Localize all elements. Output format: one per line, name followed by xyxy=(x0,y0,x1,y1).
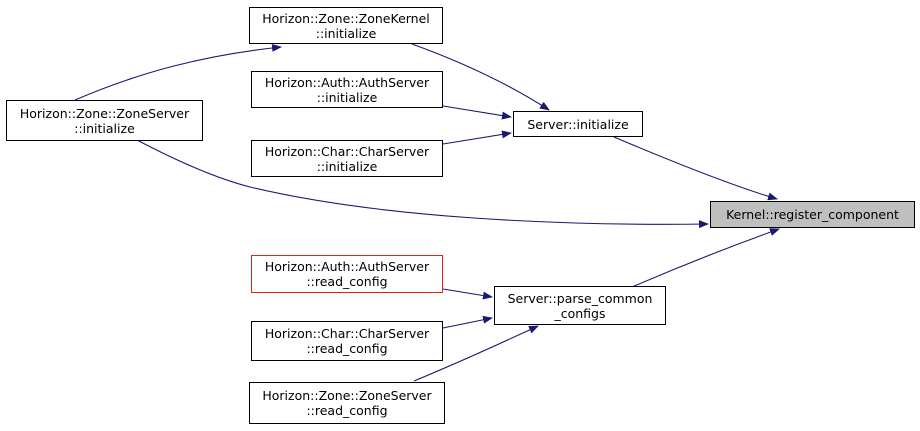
node-server-parse-common-configs-line2: _configs xyxy=(554,305,606,321)
edge-server-init-to-register-component xyxy=(613,136,778,201)
node-zone-kernel-initialize-line2: ::initialize xyxy=(315,25,377,41)
node-kernel-register-component: Kernel::register_component xyxy=(710,201,915,228)
node-auth-server-initialize-line2: ::initialize xyxy=(316,89,378,105)
node-auth-server-initialize[interactable]: Horizon::Auth::AuthServer ::initialize xyxy=(251,71,443,108)
node-zone-server-read-config-line1: Horizon::Zone::ZoneServer xyxy=(262,388,432,403)
node-char-server-initialize-line2: ::initialize xyxy=(316,158,378,174)
node-server-parse-common-configs[interactable]: Server::parse_common _configs xyxy=(494,286,666,325)
node-auth-server-read-config[interactable]: Horizon::Auth::AuthServer ::read_config xyxy=(251,255,443,293)
edge-charserver-readcfg-to-parse-configs xyxy=(442,315,493,329)
node-kernel-register-component-label: Kernel::register_component xyxy=(726,207,899,222)
edge-zonekernel-init-to-server-init xyxy=(411,43,550,111)
edge-zoneserver-init-to-register-component xyxy=(136,139,709,229)
node-auth-server-initialize-line1: Horizon::Auth::AuthServer xyxy=(264,74,430,90)
node-char-server-initialize-line1: Horizon::Char::CharServer xyxy=(264,143,430,159)
node-server-parse-common-configs-line1: Server::parse_common xyxy=(507,290,653,306)
node-auth-server-read-config-line1: Horizon::Auth::AuthServer xyxy=(264,259,430,274)
node-zone-kernel-initialize[interactable]: Horizon::Zone::ZoneKernel ::initialize xyxy=(249,7,443,44)
edge-parse-configs-to-register-component xyxy=(631,228,780,288)
node-zone-server-initialize-line2: ::initialize xyxy=(74,120,135,136)
edge-zoneserver-init-to-zonekernel-init xyxy=(74,43,282,101)
node-char-server-read-config-line1: Horizon::Char::CharServer xyxy=(264,326,430,341)
node-server-initialize-label: Server::initialize xyxy=(527,116,629,132)
node-server-initialize[interactable]: Server::initialize xyxy=(513,111,643,137)
node-char-server-initialize[interactable]: Horizon::Char::CharServer ::initialize xyxy=(251,140,443,177)
node-auth-server-read-config-line2: ::read_config xyxy=(306,274,388,289)
edge-zoneserver-readcfg-to-parse-configs xyxy=(413,325,539,382)
node-char-server-read-config-line2: ::read_config xyxy=(306,341,388,356)
node-zone-kernel-initialize-line1: Horizon::Zone::ZoneKernel xyxy=(262,10,430,26)
edge-authserver-init-to-server-init xyxy=(442,105,512,120)
node-zone-server-initialize[interactable]: Horizon::Zone::ZoneServer ::initialize xyxy=(6,100,203,141)
node-zone-server-initialize-line1: Horizon::Zone::ZoneServer xyxy=(19,105,190,121)
node-zone-server-read-config-line2: ::read_config xyxy=(306,403,388,418)
edge-authserver-readcfg-to-parse-configs xyxy=(442,288,493,300)
edge-charserver-init-to-server-init xyxy=(442,130,512,145)
node-zone-server-read-config[interactable]: Horizon::Zone::ZoneServer ::read_config xyxy=(249,382,445,424)
node-char-server-read-config[interactable]: Horizon::Char::CharServer ::read_config xyxy=(251,321,443,361)
